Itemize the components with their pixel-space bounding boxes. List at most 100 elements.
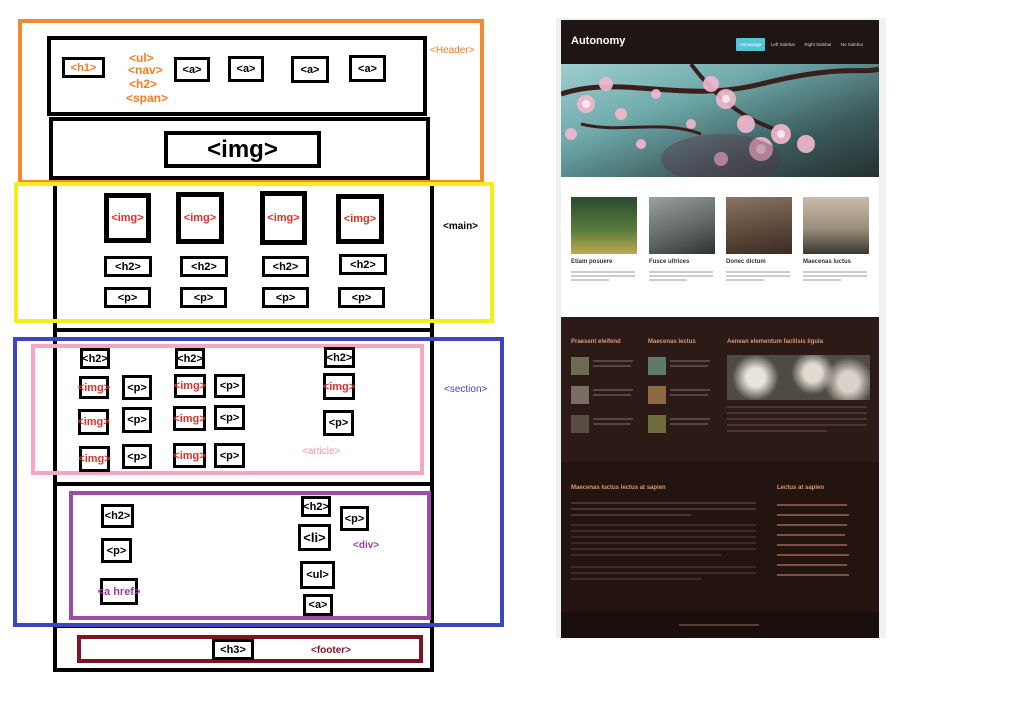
mini-text <box>593 389 633 391</box>
mini-thumb <box>571 357 589 375</box>
mockup-nav-no-sidebar[interactable]: No Sidebar <box>840 42 864 47</box>
a-tag: <a> <box>349 55 386 82</box>
img-tag: <img> <box>104 193 151 243</box>
header-banner-block <box>49 117 430 180</box>
img-tag: <img> <box>173 406 206 431</box>
mockup-nav-right-sidebar[interactable]: Right Sidebar <box>804 42 832 47</box>
sidebar-link[interactable] <box>777 554 849 556</box>
feature-heading: Etiam posuere <box>571 259 613 265</box>
lower-text <box>571 530 756 532</box>
sidebar-link[interactable] <box>777 564 847 566</box>
mini-thumb <box>648 357 666 375</box>
mini-text <box>593 360 633 362</box>
section-heading: Praesent eleifend <box>571 339 621 345</box>
img-tag: <img> <box>78 446 111 472</box>
lower-heading: Maecenas luctus lectus at sapien <box>571 485 666 491</box>
mini-text <box>670 389 710 391</box>
feature-thumb-rails <box>649 197 715 254</box>
lower-text <box>571 554 721 556</box>
ul-tag-label: <ul> <box>129 51 154 65</box>
h2-tag: <h2> <box>175 348 205 369</box>
img-tag: <img> <box>78 376 110 399</box>
mini-text <box>670 394 708 396</box>
sidebar-link[interactable] <box>777 504 847 506</box>
feature-thumb-trees <box>571 197 637 254</box>
article-text <box>727 418 867 420</box>
section-heading: Aenean elementum facilisis ligula <box>727 339 824 345</box>
mini-text <box>593 423 631 425</box>
p-tag: <p> <box>340 506 369 531</box>
ul-tag: <ul> <box>300 561 335 589</box>
main-label: <main> <box>443 221 479 232</box>
lower-text <box>571 524 756 526</box>
mockup-lower-section: Maecenas luctus lectus at sapien Lectus … <box>561 462 879 612</box>
feature-text <box>803 271 867 287</box>
mockup-nav-homepage[interactable]: Homepage <box>736 38 765 51</box>
img-tag: <img> <box>173 443 206 468</box>
h2-tag: <h2> <box>339 254 387 275</box>
mini-thumb <box>571 415 589 433</box>
img-tag: <img> <box>260 191 307 245</box>
mini-text <box>670 365 708 367</box>
mockup-site-title: Autonomy <box>571 35 626 47</box>
mini-text <box>593 394 631 396</box>
sidebar-link[interactable] <box>777 574 849 576</box>
a-tag: <a> <box>174 57 210 82</box>
article-text <box>727 406 867 408</box>
sidebar-link[interactable] <box>777 544 847 546</box>
mini-text <box>670 423 708 425</box>
article-text <box>727 424 867 426</box>
sidebar-link[interactable] <box>777 534 845 536</box>
mockup-section: Praesent eleifend Maecenas lectus Aenean… <box>561 317 879 462</box>
article-text <box>727 430 827 432</box>
mini-text <box>593 365 631 367</box>
mini-thumb <box>571 386 589 404</box>
lower-text <box>571 542 756 544</box>
img-tag: <img> <box>176 192 224 244</box>
feature-thumb-rocks <box>803 197 869 254</box>
mockup-hero-image <box>561 64 879 177</box>
h2-tag: <h2> <box>104 256 152 277</box>
a-tag: <a> <box>291 56 329 83</box>
span-tag-label: <span> <box>126 91 169 105</box>
mini-thumb <box>648 386 666 404</box>
sidebar-link[interactable] <box>777 514 849 516</box>
footer-region-box <box>77 635 423 663</box>
dandelion-image <box>727 355 870 400</box>
sidebar-link[interactable] <box>777 524 847 526</box>
article-region-box <box>31 344 424 475</box>
a-tag: <a> <box>303 594 333 616</box>
div-label: <div> <box>353 540 380 551</box>
img-tag: <img> <box>336 194 384 244</box>
h2-tag: <h2> <box>80 348 110 369</box>
section-region-box <box>13 337 504 627</box>
lower-text <box>571 578 701 580</box>
feature-thumb-forest <box>726 197 792 254</box>
mockup-nav-left-sidebar[interactable]: Left Sidebar <box>770 42 796 47</box>
feature-heading: Donec dictum <box>726 259 766 265</box>
mockup-header: Autonomy Homepage Left Sidebar Right Sid… <box>561 20 879 64</box>
img-tag: <img> <box>174 374 206 398</box>
lower-text <box>571 536 756 538</box>
li-tag: <li> <box>298 524 331 551</box>
h2-tag: <h2> <box>180 256 228 277</box>
footer-text <box>679 624 759 626</box>
section-label: <section> <box>444 384 488 395</box>
img-tag: <img> <box>77 409 110 435</box>
nav-tag-label: <nav> <box>128 63 163 77</box>
article-text <box>727 412 867 414</box>
img-tag: <img> <box>323 373 355 400</box>
mockup-main: Etiam posuere Fusce ultrices Donec dictu… <box>561 177 879 317</box>
feature-text <box>726 271 790 287</box>
website-mockup: Autonomy Homepage Left Sidebar Right Sid… <box>561 20 879 638</box>
h2-tag: <h2> <box>262 256 309 277</box>
p-tag: <p> <box>122 375 152 400</box>
feature-heading: Fusce ultrices <box>649 259 690 265</box>
p-tag: <p> <box>338 287 385 308</box>
mini-text <box>670 360 710 362</box>
lower-text <box>571 508 756 510</box>
p-tag: <p> <box>104 287 151 308</box>
p-tag: <p> <box>214 405 245 430</box>
p-tag: <p> <box>180 287 227 308</box>
h2-tag: <h2> <box>101 504 134 528</box>
